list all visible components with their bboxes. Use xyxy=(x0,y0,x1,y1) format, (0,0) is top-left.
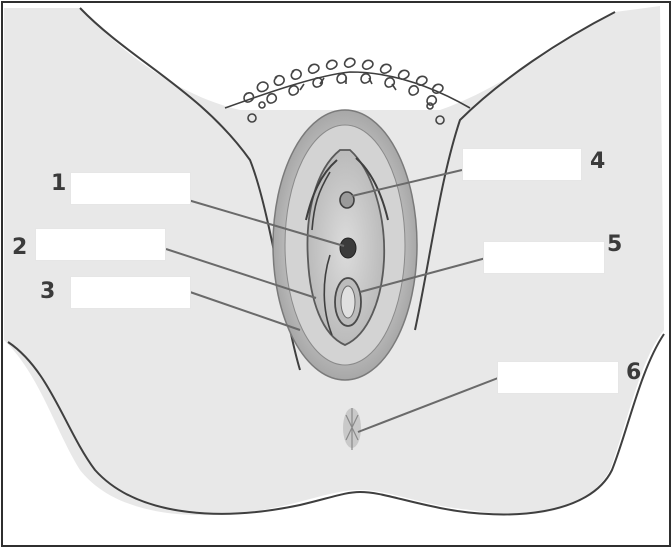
label-number-4: 4 xyxy=(590,151,605,173)
answer-box-6[interactable] xyxy=(497,361,619,394)
vaginal-opening-inner xyxy=(341,286,355,318)
clitoris-shape xyxy=(340,192,354,208)
answer-box-5[interactable] xyxy=(483,241,605,274)
label-number-6: 6 xyxy=(626,362,641,384)
label-number-2: 2 xyxy=(12,237,27,259)
label-number-1: 1 xyxy=(51,173,66,195)
answer-box-2[interactable] xyxy=(35,228,166,261)
label-number-3: 3 xyxy=(40,281,55,303)
answer-box-3[interactable] xyxy=(70,276,191,309)
urethra-shape xyxy=(340,238,356,258)
answer-box-4[interactable] xyxy=(462,148,582,181)
label-number-5: 5 xyxy=(607,234,622,256)
answer-box-1[interactable] xyxy=(70,172,191,205)
